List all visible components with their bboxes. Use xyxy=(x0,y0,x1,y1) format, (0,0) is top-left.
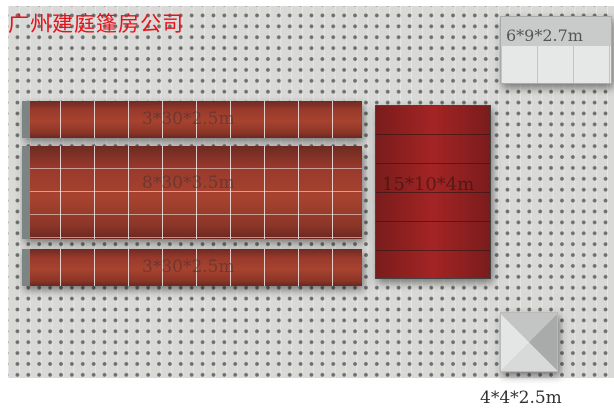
tent-middle-label: 8*30*3.5m xyxy=(142,173,235,193)
tent-15x10: 15*10*4m xyxy=(375,105,491,279)
tent-middle: 8*30*3.5m xyxy=(22,146,362,239)
tent-pyramid-label: 4*4*2.5m xyxy=(480,388,562,408)
tent-bottom-strip: 3*30*2.5m xyxy=(22,249,362,286)
tent-top-strip-label: 3*30*2.5m xyxy=(142,109,235,129)
tent-6x9-label: 6*9*2.7m xyxy=(506,26,583,45)
tent-6x9: 6*9*2.7m xyxy=(500,16,612,84)
company-name: 广州建庭篷房公司 xyxy=(8,12,184,36)
tent-bottom-strip-label: 3*30*2.5m xyxy=(142,257,235,277)
tent-pyramid-4x4 xyxy=(500,312,558,372)
tent-15x10-label: 15*10*4m xyxy=(382,174,475,195)
tent-top-strip: 3*30*2.5m xyxy=(22,101,362,138)
